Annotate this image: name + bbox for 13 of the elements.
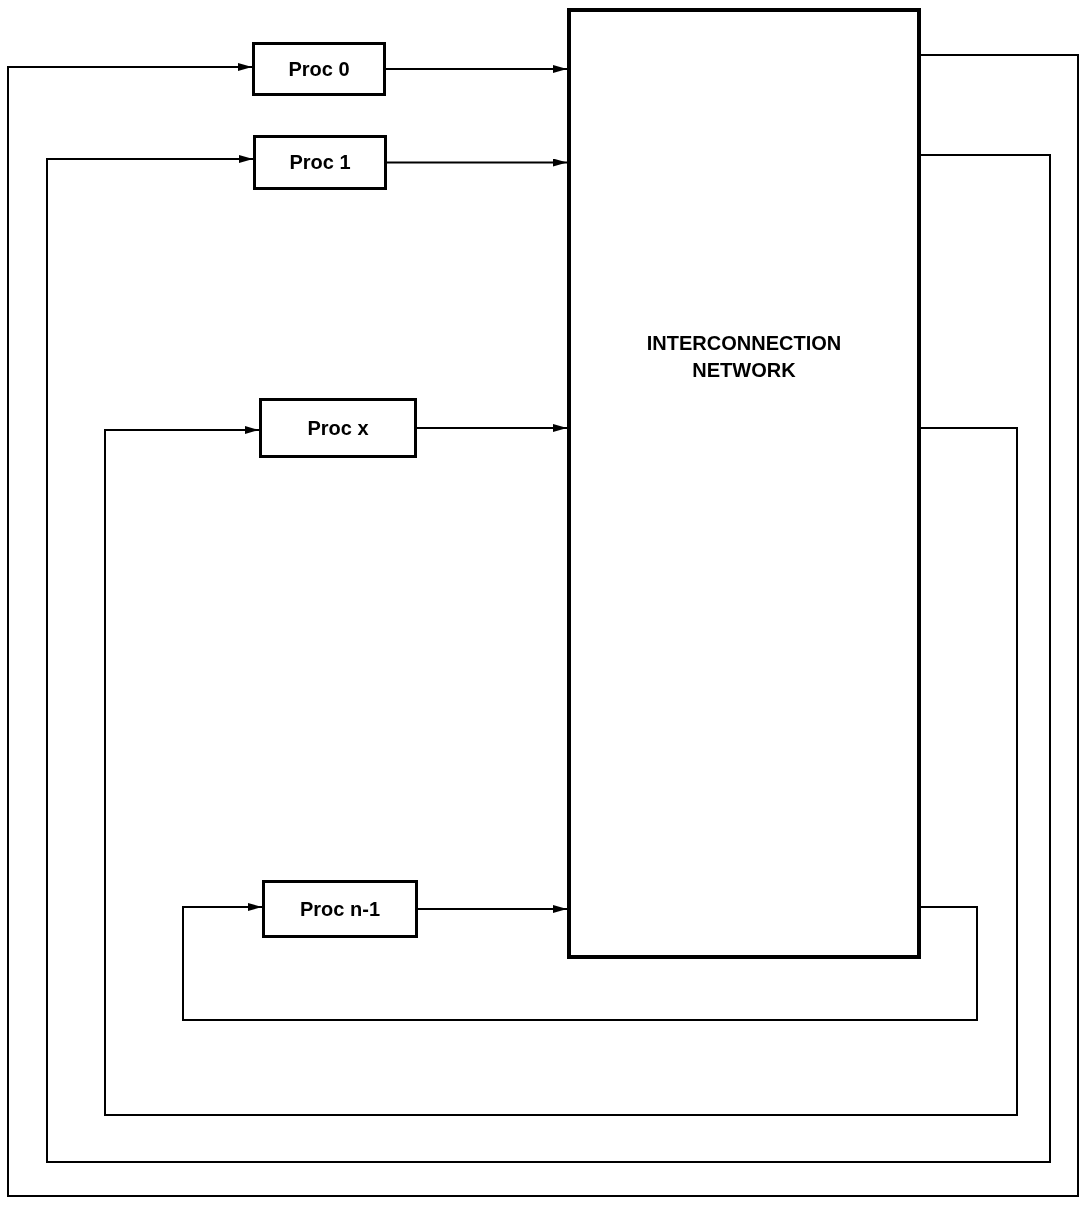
processor-box: Proc n-1	[262, 880, 418, 938]
arrow	[416, 424, 568, 432]
arrow	[46, 154, 1051, 1163]
arrow	[385, 65, 568, 73]
network-box: INTERCONNECTION NETWORK	[567, 8, 921, 959]
arrow	[104, 426, 1018, 1116]
processor-box: Proc x	[259, 398, 417, 458]
arrow	[7, 54, 1079, 1197]
processor-box: Proc 1	[253, 135, 387, 190]
arrow	[182, 903, 978, 1021]
processor-box: Proc 0	[252, 42, 386, 96]
arrow	[417, 905, 568, 913]
arrow	[386, 158, 568, 167]
